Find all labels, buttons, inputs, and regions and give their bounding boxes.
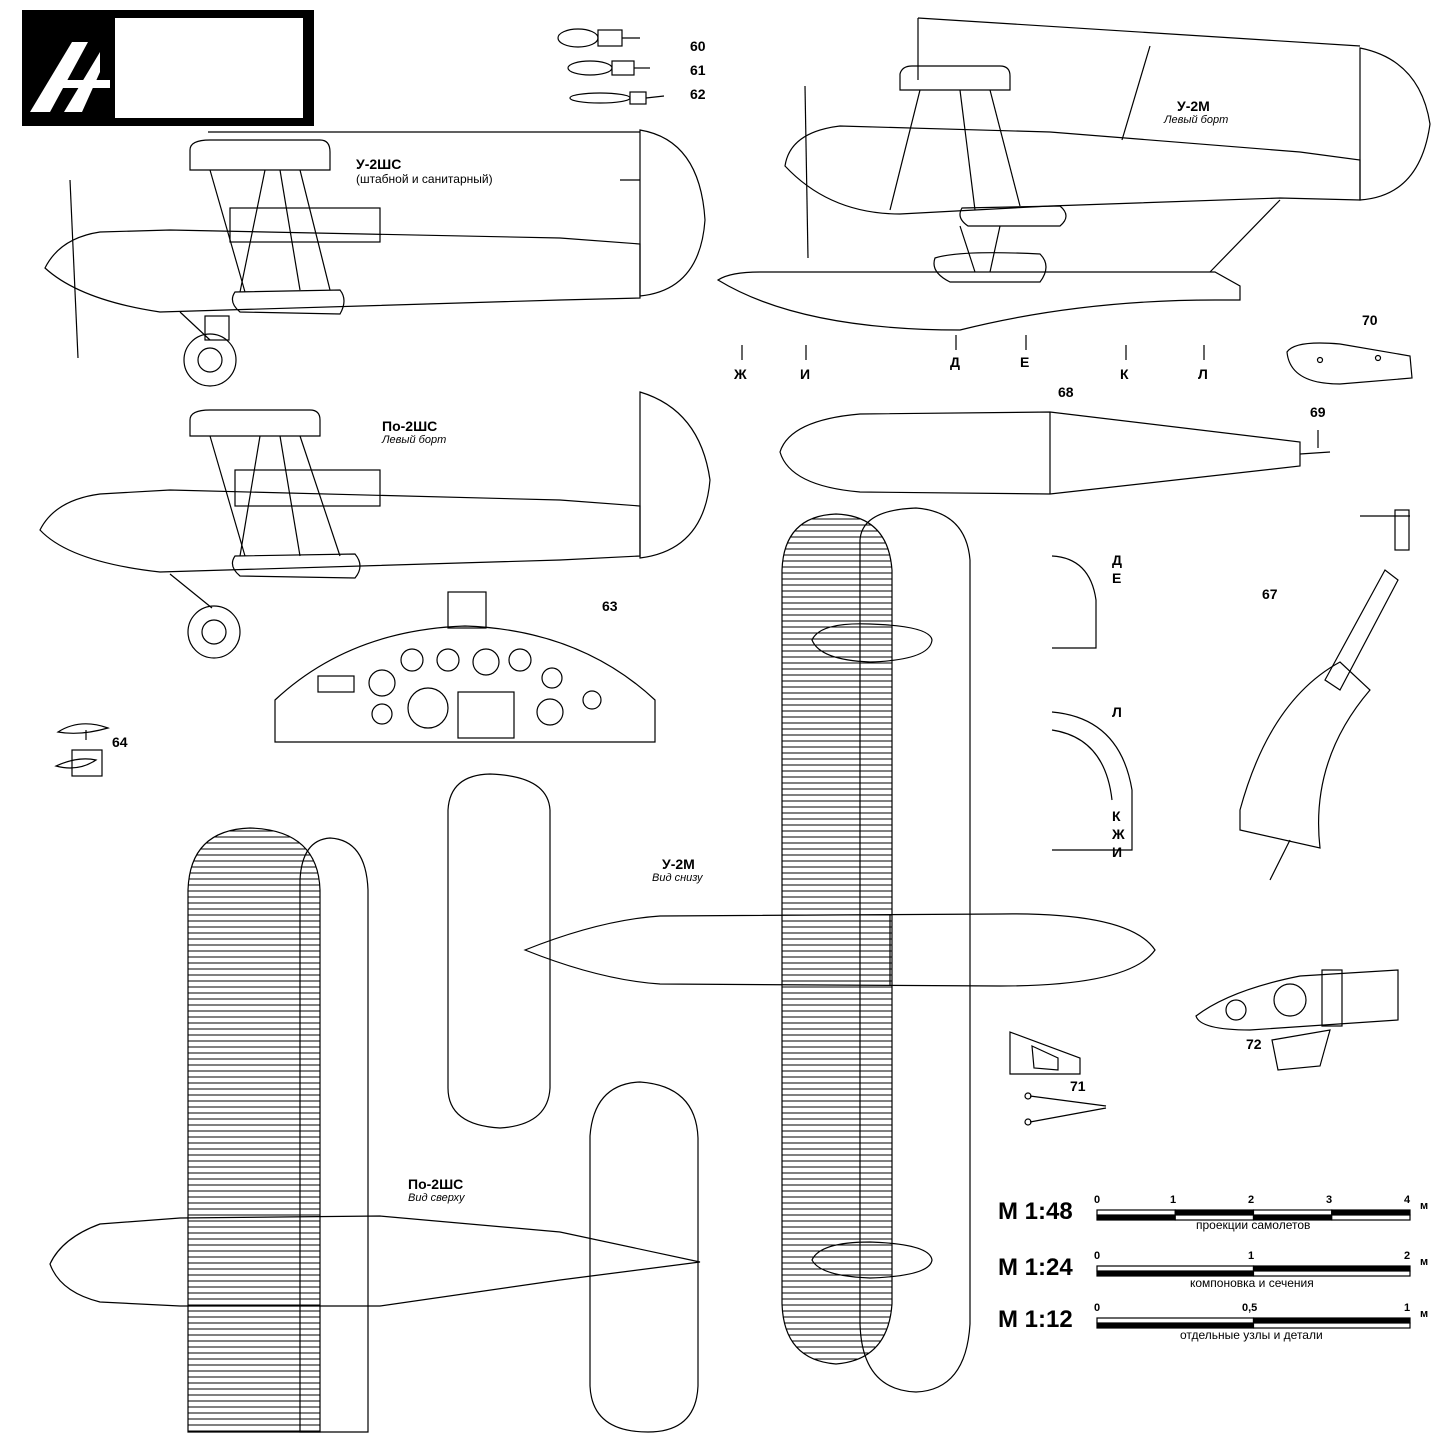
po2shs-top-title: По-2ШС [408,1176,464,1192]
scale-1-48-caption: проекции самолетов [1196,1218,1311,1232]
u2m-side-title: У-2М [1177,98,1210,114]
scale-bar-segment [1096,1209,1176,1216]
section-views-drawing [1051,555,1133,851]
detail-64-drawing [54,723,110,777]
station-e: Е [1020,354,1030,370]
scale-1-24-tick: 0 [1094,1250,1101,1262]
scale-1-48-unit: м [1420,1200,1429,1212]
scale-1-24-tick: 2 [1404,1250,1411,1262]
scale-bar-segment [1331,1214,1411,1221]
instrument-panel-drawing [274,591,656,743]
float-station-ticks [741,335,1205,360]
detail-72-drawing [1195,969,1399,1071]
callout-64: 64 [112,734,128,750]
callout-68: 68 [1058,384,1074,400]
scale-1-48-tick: 4 [1404,1194,1411,1206]
section-d: Д [1112,552,1122,568]
scale-bar-segment [1096,1317,1255,1324]
scale-bar-segment [1252,1209,1333,1216]
callout-72: 72 [1246,1036,1262,1052]
section-i: И [1112,844,1123,860]
section-k: К [1112,808,1121,824]
scale-1-12-caption: отдельные узлы и детали [1180,1328,1323,1342]
float-top-view-drawing [779,411,1331,495]
scale-1-48-tick: 2 [1248,1194,1255,1206]
scale-bar-segment [1252,1317,1411,1324]
u2m-bottom-view-drawing [447,507,1156,1393]
u2m-side-view-drawing [716,17,1431,331]
scale-bar-segment [1252,1322,1411,1329]
scale-1-12-name: М 1:12 [998,1306,1073,1333]
station-i: И [800,366,811,382]
section-e: Е [1112,570,1122,586]
scale-bar-segment [1252,1265,1411,1272]
station-zh: Ж [734,366,747,382]
bomb-61-drawing [567,60,650,76]
po2shs-side-view-drawing [39,391,711,659]
scale-1-24-tick: 1 [1248,1250,1255,1262]
scale-1-48-name: М 1:48 [998,1198,1073,1225]
callout-69: 69 [1310,404,1326,420]
u2m-bottom-subtitle: Вид снизу [652,872,703,884]
u2m-bottom-title: У-2М [662,856,695,872]
station-l: Л [1198,366,1208,382]
scale-1-12-tick: 1 [1404,1302,1411,1314]
callout-67: 67 [1262,586,1278,602]
scale-1-24-name: М 1:24 [998,1254,1073,1281]
scale-1-48-tick: 3 [1326,1194,1333,1206]
scale-bar-segment [1252,1270,1411,1277]
section-l: Л [1112,704,1122,720]
bomb-62-drawing [569,91,665,105]
scale-bar-segment [1331,1209,1411,1216]
scale-bar-segment [1096,1214,1176,1221]
u2shs-side-title: У-2ШС [356,156,402,172]
detail-70-drawing [1286,342,1413,385]
po2shs-side-subtitle: Левый борт [382,434,447,446]
bomb-60-drawing [557,28,640,48]
scale-1-24-caption: компоновка и сечения [1190,1276,1314,1290]
u2shs-side-subtitle: (штабной и санитарный) [356,172,493,186]
callout-60: 60 [690,38,706,54]
scale-bar-segment [1096,1265,1255,1272]
callout-61: 61 [690,62,706,78]
station-d: Д [950,354,960,370]
station-k: К [1120,366,1129,382]
scale-1-12-tick: 0 [1094,1302,1101,1314]
gun-mount-drawing [1239,509,1410,881]
scale-1-12-tick: 0,5 [1242,1302,1258,1314]
callout-62: 62 [690,86,706,102]
po2shs-side-title: По-2ШС [382,418,438,434]
po2shs-top-view-drawing [49,827,701,1433]
scale-1-24-unit: м [1420,1256,1429,1268]
section-zh: Ж [1112,826,1125,842]
scale-1-48-tick: 0 [1094,1194,1101,1206]
detail-71-drawing [1009,1031,1107,1126]
callout-70: 70 [1362,312,1378,328]
scale-bars [1096,1209,1411,1329]
scale-1-12-unit: м [1420,1308,1429,1320]
scale-1-48-tick: 1 [1170,1194,1177,1206]
po2shs-top-subtitle: Вид сверху [408,1192,465,1204]
u2shs-side-view-drawing [44,129,706,387]
callout-63: 63 [602,598,618,614]
u2m-side-subtitle: Левый борт [1164,114,1229,126]
publisher-logo [22,10,314,126]
callout-71: 71 [1070,1078,1086,1094]
scale-bar-segment [1174,1209,1255,1216]
